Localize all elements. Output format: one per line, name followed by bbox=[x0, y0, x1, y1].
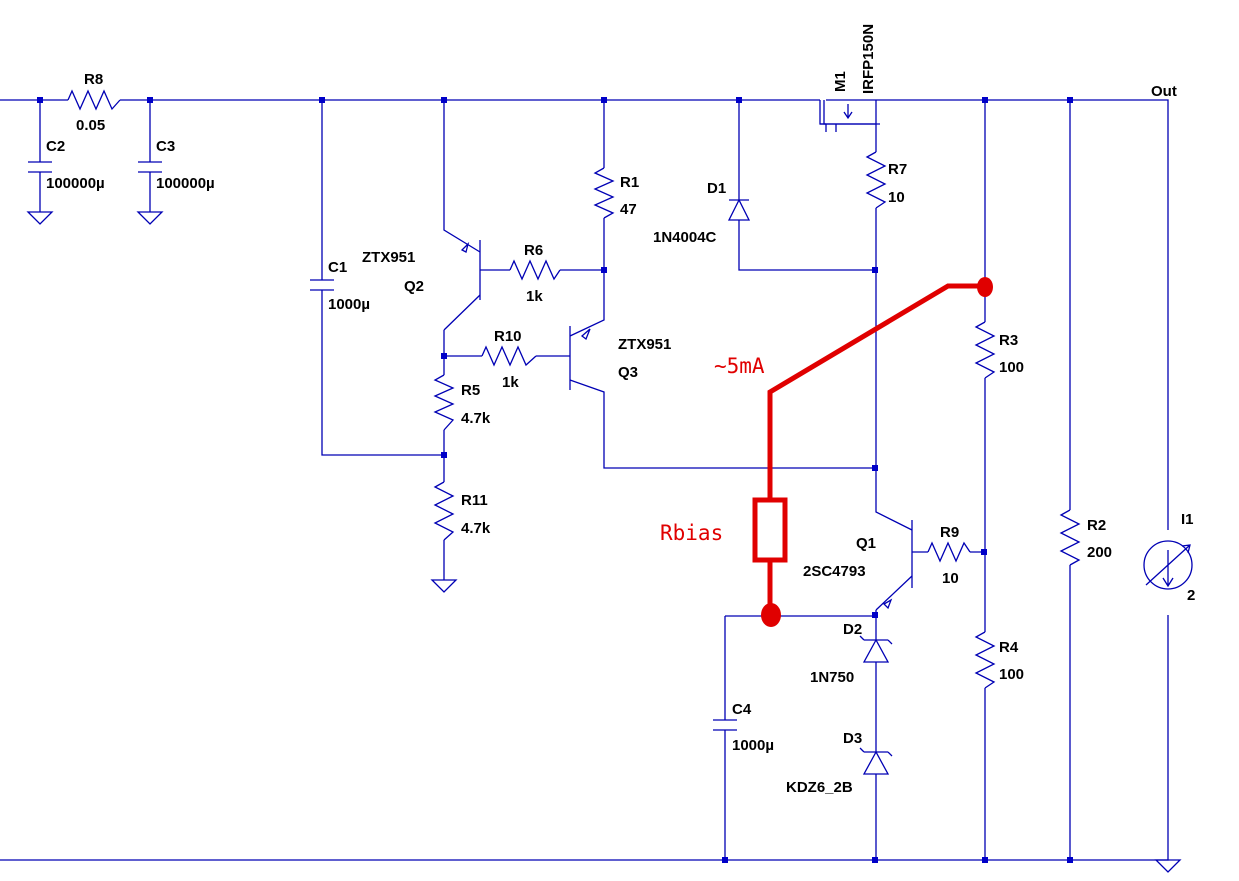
resistor-r10-symbol bbox=[481, 345, 537, 367]
r10-name: R10 bbox=[494, 328, 522, 345]
capacitors bbox=[28, 161, 737, 731]
r3-name: R3 bbox=[999, 332, 1018, 349]
d3-name: D3 bbox=[843, 730, 862, 747]
r9-name: R9 bbox=[940, 524, 959, 541]
transistors bbox=[460, 99, 913, 610]
resistor-r4-symbol bbox=[974, 631, 996, 689]
q3-name: Q3 bbox=[618, 364, 638, 381]
d1-model: 1N4004C bbox=[653, 229, 717, 246]
c3-value: 100000µ bbox=[156, 175, 215, 192]
current-source-i1-symbol bbox=[1143, 540, 1193, 590]
q2-model: ZTX951 bbox=[362, 249, 415, 266]
mosfet-m1-symbol bbox=[819, 99, 880, 132]
c1-value: 1000µ bbox=[328, 296, 370, 313]
diode-d2-symbol bbox=[859, 635, 893, 663]
wires bbox=[0, 99, 1169, 861]
r3-value: 100 bbox=[999, 359, 1024, 376]
diode-d3-symbol bbox=[859, 747, 893, 775]
grounds bbox=[26, 211, 1182, 873]
r4-value: 100 bbox=[999, 666, 1024, 683]
r8-value: 0.05 bbox=[76, 117, 105, 134]
r1-value: 47 bbox=[620, 201, 637, 218]
r2-value: 200 bbox=[1087, 544, 1112, 561]
capacitor-c2-symbol bbox=[28, 161, 52, 173]
diodes bbox=[727, 198, 893, 775]
c2-value: 100000µ bbox=[46, 175, 105, 192]
resistor-r8-symbol bbox=[67, 89, 121, 111]
resistor-r5-symbol bbox=[433, 374, 455, 431]
capacitor-c3-symbol bbox=[138, 161, 162, 173]
r7-value: 10 bbox=[888, 189, 905, 206]
rbias-annotation bbox=[752, 277, 993, 627]
i1-name: I1 bbox=[1181, 511, 1194, 528]
transistor-q2-symbol bbox=[460, 240, 481, 300]
d2-name: D2 bbox=[843, 621, 862, 638]
i1-value: 2 bbox=[1187, 587, 1195, 604]
q1-name: Q1 bbox=[856, 535, 876, 552]
resistor-r3-symbol bbox=[974, 321, 996, 379]
m1-name: M1 bbox=[832, 71, 849, 92]
r9-value: 10 bbox=[942, 570, 959, 587]
ground-c2-icon bbox=[26, 211, 54, 225]
resistor-r9-symbol bbox=[927, 541, 971, 563]
resistors bbox=[67, 89, 1081, 689]
current-annotation: ~5mA bbox=[714, 354, 765, 378]
c1-name: C1 bbox=[328, 259, 347, 276]
resistor-r11-symbol bbox=[433, 481, 455, 541]
r8-name: R8 bbox=[84, 71, 103, 88]
ground-r11-icon bbox=[430, 579, 458, 593]
d3-model: KDZ6_2B bbox=[786, 779, 853, 796]
capacitor-c4-symbol bbox=[713, 719, 737, 731]
transistor-q1-symbol bbox=[882, 520, 913, 610]
resistor-r1-symbol bbox=[593, 167, 615, 219]
r5-value: 4.7k bbox=[461, 410, 491, 427]
r4-name: R4 bbox=[999, 639, 1019, 656]
r7-name: R7 bbox=[888, 161, 907, 178]
diode-d1-symbol bbox=[727, 198, 751, 221]
out-net-label: Out bbox=[1151, 83, 1177, 100]
r11-name: R11 bbox=[461, 492, 488, 509]
r1-name: R1 bbox=[620, 174, 639, 191]
c4-name: C4 bbox=[732, 701, 752, 718]
d1-name: D1 bbox=[707, 180, 726, 197]
r6-name: R6 bbox=[524, 242, 543, 259]
resistor-r6-symbol bbox=[509, 259, 561, 281]
component-labels: R8 0.05 C2 100000µ C3 100000µ C1 1000µ Z… bbox=[46, 24, 1195, 796]
resistor-r7-symbol bbox=[865, 151, 887, 209]
r11-value: 4.7k bbox=[461, 520, 491, 537]
c2-name: C2 bbox=[46, 138, 65, 155]
d2-model: 1N750 bbox=[810, 669, 854, 686]
capacitor-c1-symbol bbox=[310, 279, 334, 291]
r5-name: R5 bbox=[461, 382, 480, 399]
m1-model: IRFP150N bbox=[860, 24, 877, 94]
q1-model: 2SC4793 bbox=[803, 563, 866, 580]
resistor-r2-symbol bbox=[1059, 509, 1081, 566]
ground-c3-icon bbox=[136, 211, 164, 225]
q2-name: Q2 bbox=[404, 278, 424, 295]
r2-name: R2 bbox=[1087, 517, 1106, 534]
q3-model: ZTX951 bbox=[618, 336, 671, 353]
transistor-q3-symbol bbox=[569, 326, 591, 390]
ground-out-icon bbox=[1154, 859, 1182, 873]
junctions bbox=[37, 97, 1073, 863]
rbias-label: Rbias bbox=[660, 521, 723, 545]
r6-value: 1k bbox=[526, 288, 543, 305]
c4-value: 1000µ bbox=[732, 737, 774, 754]
c3-name: C3 bbox=[156, 138, 175, 155]
r10-value: 1k bbox=[502, 374, 519, 391]
